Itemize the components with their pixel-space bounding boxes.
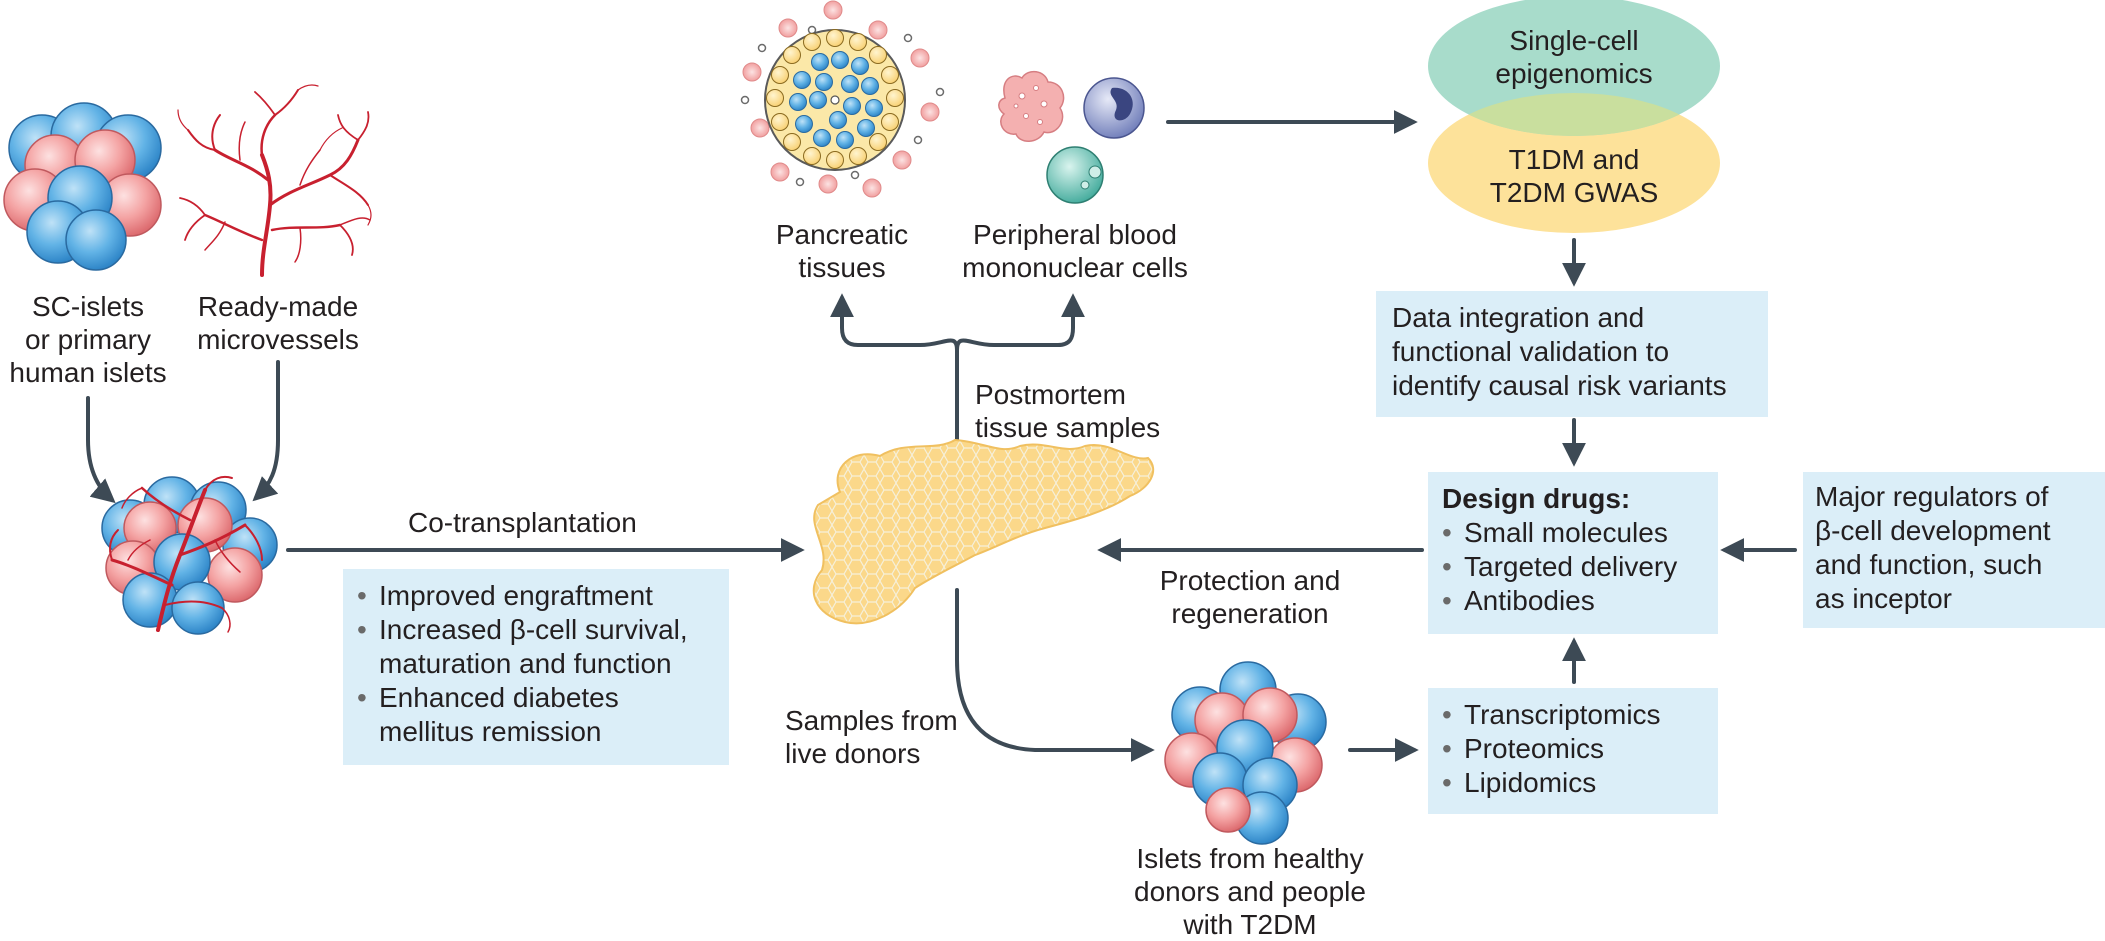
arrow-to-pancreatic-tissues — [830, 293, 959, 464]
design-item: Targeted delivery — [1442, 550, 1718, 584]
outcome-item: Enhanced diabetes — [357, 681, 729, 715]
cotransplantation-label: Co-transplantation — [408, 507, 637, 538]
pancreatic-islet-tissue-icon — [740, 0, 945, 198]
outcome-item-cont: mellitus remission — [379, 716, 602, 747]
design-drugs-title: Design drugs: — [1442, 483, 1631, 514]
outcome-item-cont: maturation and function — [379, 648, 672, 679]
pbmc-label: Peripheral blood mononuclear cells — [962, 219, 1188, 283]
design-item: Small molecules — [1442, 516, 1718, 550]
sc-islets-label: SC-islets or primary human islets — [9, 291, 167, 388]
microvessels-label: Ready-made microvessels — [197, 291, 359, 355]
integration-box: Data integration and functional validati… — [1376, 291, 1768, 417]
pancreas-organ-icon — [812, 438, 1155, 625]
protection-label: Protection and regeneration — [1159, 565, 1341, 629]
single-cell-oval — [1428, 0, 1720, 136]
design-drugs-box: Design drugs: Small molecules Targeted d… — [1428, 472, 1718, 634]
arrow-to-pbmc — [955, 293, 1085, 352]
pbmc-cells-icon — [998, 70, 1145, 204]
sc-islet-cluster-icon — [3, 102, 162, 271]
arrow-live-donors-to-islets — [955, 588, 1155, 762]
pancreatic-tissues-label: Pancreatic tissues — [775, 219, 909, 283]
design-item: Antibodies — [1442, 584, 1718, 618]
arrow-sc-islets-down — [86, 396, 116, 504]
vascularized-islet-icon — [101, 475, 278, 635]
arrow-microvessels-down — [252, 360, 280, 502]
omics-item: Proteomics — [1442, 732, 1718, 766]
single-cell-label: Single-cell epigenomics — [1495, 25, 1653, 89]
postmortem-label: Postmortem tissue samples — [975, 379, 1161, 443]
omics-box: Transcriptomics Proteomics Lipidomics — [1428, 688, 1718, 814]
outcomes-box: Improved engraftment Increased β-cell su… — [343, 569, 729, 765]
live-donors-label: Samples from live donors — [785, 705, 958, 769]
microvessel-tree-icon — [177, 84, 372, 277]
omics-item: Lipidomics — [1442, 766, 1718, 800]
gwas-label: T1DM and T2DM GWAS — [1489, 144, 1659, 208]
omics-item: Transcriptomics — [1442, 698, 1718, 732]
outcome-item: Increased β-cell survival, — [357, 613, 729, 647]
donor-islet-cluster-icon — [1164, 661, 1327, 845]
arrows — [86, 110, 1797, 762]
outcome-item: Improved engraftment — [357, 579, 729, 613]
islets-donors-label: Islets from healthy donors and people wi… — [1134, 843, 1366, 940]
regulators-box: Major regulators of β-cell development a… — [1803, 472, 2105, 628]
gwas-oval — [1428, 93, 1720, 233]
